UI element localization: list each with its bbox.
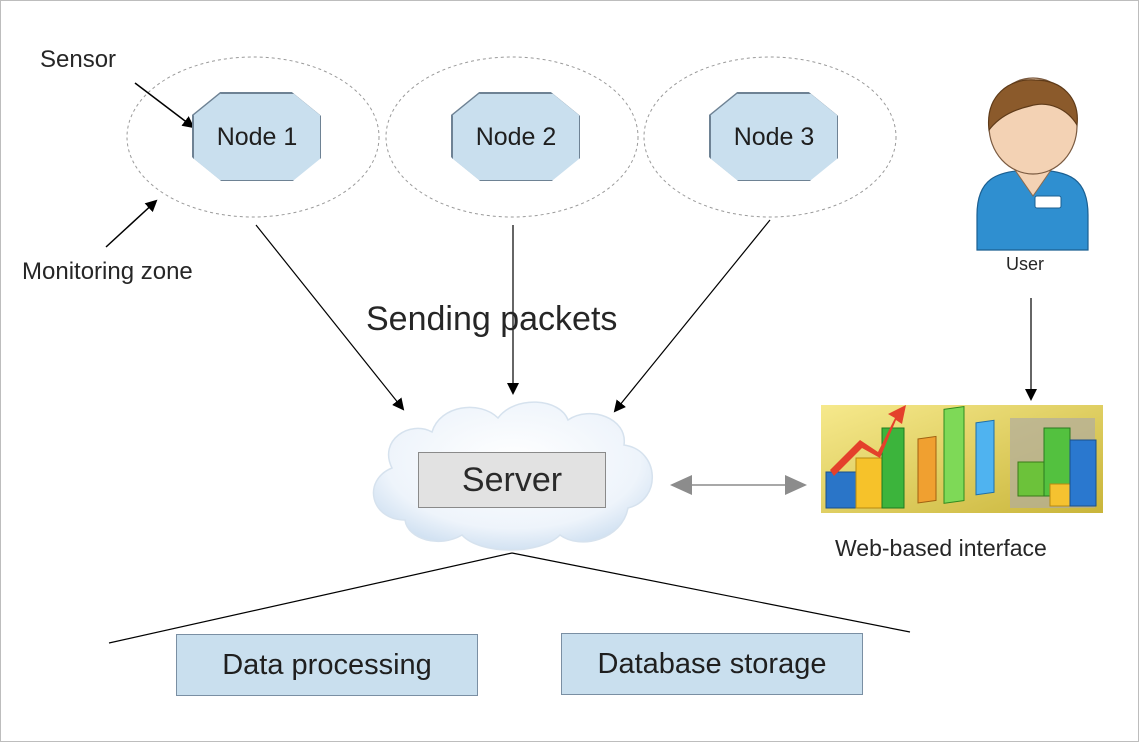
monitoring-zone-arrow xyxy=(105,199,158,248)
node3-to-server-arrow xyxy=(613,219,771,413)
database-storage-box: Database storage xyxy=(561,633,863,695)
data-processing-box: Data processing xyxy=(176,634,478,696)
user-icon xyxy=(976,77,1089,251)
monitoring-zone-1 xyxy=(126,56,380,218)
sending-packets-label: Sending packets xyxy=(366,300,618,338)
monitoring-zone-label: Monitoring zone xyxy=(22,258,193,285)
node-2: Node 2 xyxy=(452,93,580,181)
node-3: Node 3 xyxy=(710,93,838,181)
sensor-arrow xyxy=(134,82,195,129)
user-label: User xyxy=(1006,254,1045,274)
node-1: Node 1 xyxy=(193,93,321,181)
monitoring-zone-2 xyxy=(385,56,639,218)
sensor-label: Sensor xyxy=(40,46,117,73)
server-box: Server xyxy=(418,452,606,508)
web-interface-label: Web-based interface xyxy=(835,535,1047,561)
split-line-right xyxy=(511,552,911,633)
monitoring-zone-3 xyxy=(643,56,897,218)
split-line-left xyxy=(108,552,513,644)
node1-to-server-arrow xyxy=(255,224,405,411)
web-charts-icon xyxy=(821,405,1103,513)
